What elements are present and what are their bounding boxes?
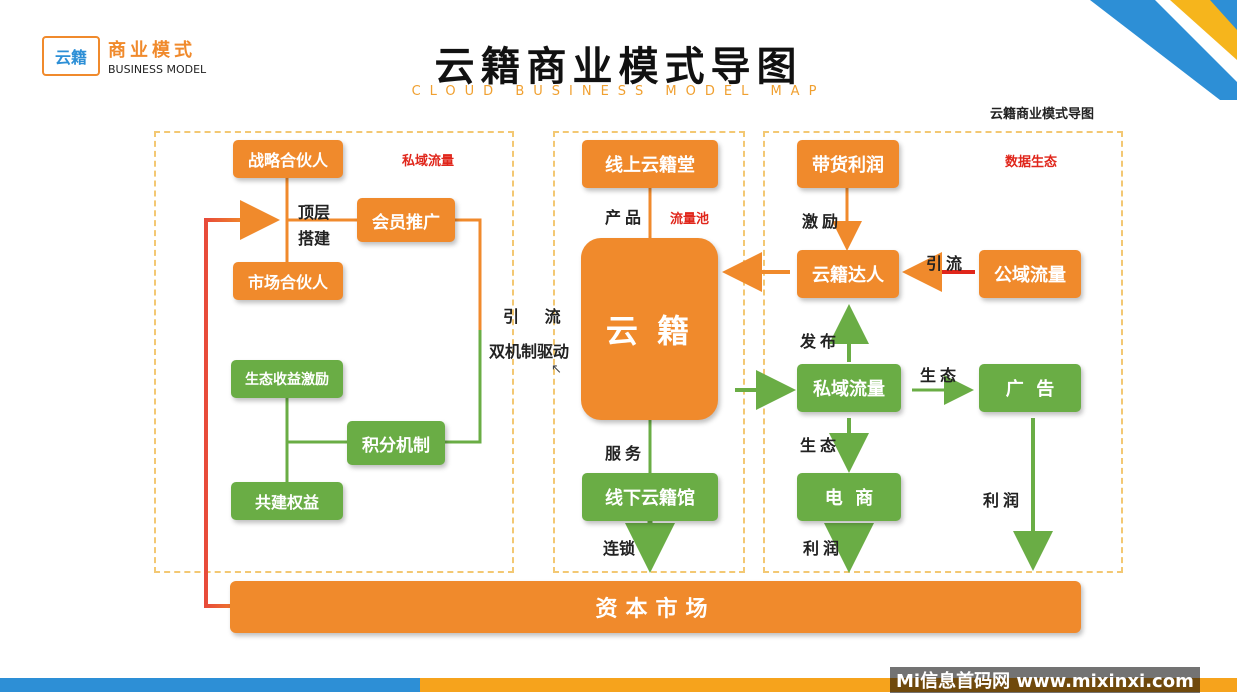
region-label-private: 私域流量 — [402, 154, 455, 169]
profit-label-2: 利润 — [983, 491, 1024, 510]
eco-label-1: 生态 — [920, 366, 961, 385]
offline-hall-box: 线下云籍馆 — [582, 473, 718, 521]
publish-label: 发布 — [800, 332, 841, 351]
private-traffic-box: 私域流量 — [797, 364, 901, 412]
top-level-label-1: 顶层 — [298, 203, 331, 222]
page-subtitle: CLOUD BUSINESS MODEL MAP — [411, 84, 826, 99]
region-data-ecology — [763, 131, 1123, 573]
capital-market-bar: 资本市场 — [230, 581, 1081, 633]
watermark: Mi信息首码网 www.mixinxi.com — [890, 667, 1200, 693]
region-label-pool: 流量池 — [670, 212, 710, 227]
points-mechanism-box: 积分机制 — [347, 421, 445, 465]
online-hall-box: 线上云籍堂 — [582, 140, 718, 188]
logo-text: 商业模式 — [108, 40, 196, 61]
chain-label: 连锁 — [603, 539, 636, 558]
corner-label: 云籍商业模式导图 — [990, 107, 1095, 122]
co-build-rights-box: 共建权益 — [231, 482, 343, 520]
guide-traffic-label: 引 流 — [503, 307, 571, 326]
incentive-label: 激励 — [802, 212, 843, 231]
ecommerce-box: 电 商 — [797, 473, 901, 521]
eco-label-2: 生态 — [800, 436, 841, 455]
region-private-traffic — [154, 131, 514, 573]
profit-label-1: 利润 — [803, 539, 844, 558]
eco-incentive-box: 生态收益激励 — [231, 360, 343, 398]
market-partner-box: 市场合伙人 — [233, 262, 343, 300]
guide-label: 引流 — [926, 254, 967, 273]
logo-subtext: BUSINESS MODEL — [108, 63, 207, 76]
member-promotion-box: 会员推广 — [357, 198, 455, 242]
dual-drive-label: 双机制驱动 — [489, 342, 570, 361]
corner-decoration — [1090, 0, 1237, 100]
footer-bar-blue — [0, 678, 420, 692]
strategic-partner-box: 战略合伙人 — [233, 140, 343, 178]
region-label-data: 数据生态 — [1005, 155, 1058, 170]
logo-icon: 云籍 — [42, 36, 100, 76]
cursor-icon: ↖ — [551, 362, 562, 377]
core-yunji-box: 云 籍 — [581, 238, 718, 420]
service-label: 服务 — [605, 444, 646, 463]
influencer-box: 云籍达人 — [797, 250, 899, 298]
sales-profit-box: 带货利润 — [797, 140, 899, 188]
page-title: 云籍商业模式导图 — [434, 44, 803, 90]
product-label: 产品 — [605, 208, 646, 227]
top-level-label-2: 搭建 — [298, 229, 331, 248]
advertising-box: 广 告 — [979, 364, 1081, 412]
public-traffic-box: 公域流量 — [979, 250, 1081, 298]
logo: 云籍 商业模式 BUSINESS MODEL — [40, 36, 220, 80]
